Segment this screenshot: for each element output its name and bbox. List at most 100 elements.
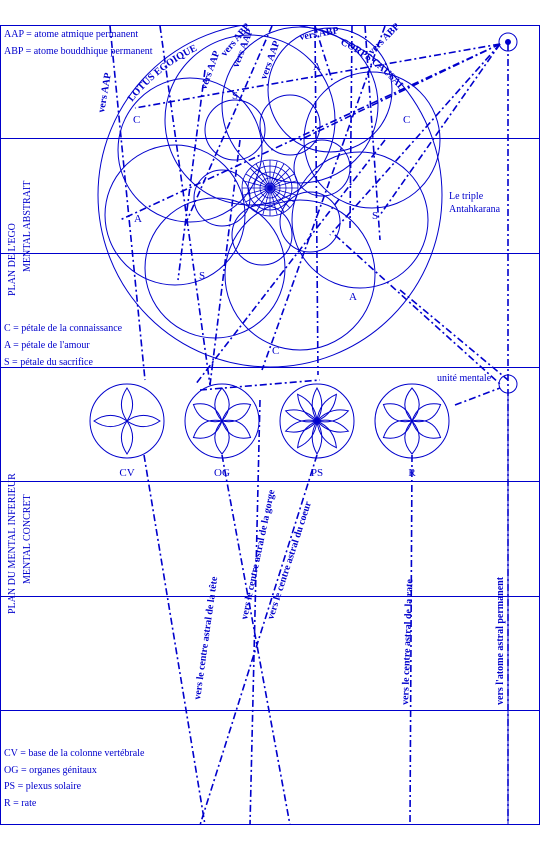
connection-line xyxy=(134,43,501,109)
wheel-spoke xyxy=(249,167,271,189)
connection-line xyxy=(349,25,353,229)
lotus-petal-circle xyxy=(117,77,263,223)
center-petal xyxy=(93,414,128,428)
wheel-spoke xyxy=(245,187,271,203)
descending-label-group: vers le centre astral du coeur xyxy=(265,500,314,621)
descending-label: vers l'atome astral permanent xyxy=(495,576,506,705)
center-petal xyxy=(284,409,318,423)
wheel-spoke xyxy=(262,187,271,216)
descending-label-group: vers l'atome astral permanent xyxy=(495,576,506,705)
center-petal xyxy=(316,420,337,449)
wheel-spoke xyxy=(245,173,271,189)
center-petal xyxy=(214,420,230,455)
center-petal xyxy=(297,393,318,422)
ray-label-group: vers ABP xyxy=(299,25,340,43)
center-cv xyxy=(89,383,165,459)
wheel-spoke xyxy=(269,187,278,216)
wheel-spoke xyxy=(255,187,271,213)
center-r xyxy=(374,383,450,459)
connection-line xyxy=(221,454,291,825)
wheel-spoke xyxy=(269,160,278,189)
petal-letter: S xyxy=(199,270,205,282)
connection-line xyxy=(184,25,273,226)
wheel-spoke xyxy=(269,167,291,189)
wheel-spoke xyxy=(269,187,295,203)
wheel-spoke xyxy=(269,173,295,189)
connection-line xyxy=(143,454,206,825)
center-petal xyxy=(221,403,252,423)
petal-letter: C xyxy=(133,114,140,126)
ray-label: vers AAP xyxy=(198,49,222,91)
legend-aap: AAP = atome atmique permanent xyxy=(4,29,138,40)
mental-unit-link xyxy=(454,387,501,406)
connection-line xyxy=(409,454,413,825)
center-petal xyxy=(382,419,413,439)
plane-inferior-line1: PLAN DU MENTAL INFERIEUR xyxy=(7,473,18,614)
petal-letter: S xyxy=(232,90,238,102)
central-wheel xyxy=(241,159,299,217)
center-label: OG xyxy=(214,467,230,479)
petal-letter: S xyxy=(372,210,378,222)
connection-lines xyxy=(109,25,509,825)
lotus-petal-circle xyxy=(221,26,379,184)
petal-letter: C xyxy=(403,114,410,126)
legend-petal-s: S = pétale du sacrifice xyxy=(4,357,93,368)
center-petal xyxy=(311,387,323,422)
descending-label-group: vers le centre astral de la tête xyxy=(192,575,220,700)
center-petal xyxy=(297,420,318,449)
antahkarana-label-2: Antahkarana xyxy=(449,204,501,215)
connection-line xyxy=(249,399,261,825)
legend-petal-a: A = pétale de l'amour xyxy=(4,340,90,351)
center-ps xyxy=(279,383,355,459)
wheel-spoke xyxy=(269,163,285,189)
legend-center-og: OG = organes génitaux xyxy=(4,765,97,776)
center-petal xyxy=(316,393,337,422)
center-circle xyxy=(279,383,355,459)
mental-unit-label: unité mentale xyxy=(437,373,492,384)
center-petal xyxy=(411,403,442,423)
causal-body-outer-circle xyxy=(97,25,443,368)
petal-letter: C xyxy=(272,345,279,357)
ray-label-group: vers AAP xyxy=(258,39,282,81)
connection-line xyxy=(194,139,386,386)
wheel-spoke xyxy=(269,187,291,209)
ray-label: vers AAP xyxy=(258,39,282,81)
wheel-spoke xyxy=(255,163,271,189)
lotus-petal-circle xyxy=(291,151,429,289)
wheel-spoke xyxy=(269,180,298,189)
center-og xyxy=(184,383,260,459)
connection-line xyxy=(379,43,501,216)
center-petal xyxy=(126,414,161,428)
connection-line xyxy=(314,25,333,81)
wheel-spoke xyxy=(269,187,298,196)
connection-line xyxy=(329,43,501,236)
petal-letter: A xyxy=(134,213,142,225)
center-label: CV xyxy=(119,467,134,479)
wheel-spoke xyxy=(262,160,271,189)
connection-line xyxy=(199,454,318,825)
connection-line xyxy=(199,379,321,391)
center-label: PS xyxy=(311,467,323,479)
lotus-petal-circle xyxy=(224,199,376,351)
descending-label: vers le centre astral de la tête xyxy=(192,575,220,700)
connection-line xyxy=(177,69,206,281)
connection-line xyxy=(159,25,211,386)
center-petal xyxy=(284,419,318,433)
connection-line xyxy=(109,25,146,381)
inner-petal-circle xyxy=(259,94,321,156)
petal-letter: A xyxy=(313,61,321,73)
lotus-petal-circle xyxy=(267,27,393,153)
plane-ego-line2: MENTAL ABSTRAIT xyxy=(22,181,33,272)
connection-line xyxy=(364,25,381,241)
plane-inferior-line2: MENTAL CONCRET xyxy=(22,494,33,584)
connection-line xyxy=(314,25,319,376)
lotus-petal-circle xyxy=(104,144,246,286)
center-petal xyxy=(411,419,442,439)
center-petal xyxy=(120,420,134,455)
descending-label: vers le centre astral de la rate xyxy=(400,578,415,705)
plane-ego-line1: PLAN DE L'EGO xyxy=(7,223,18,296)
center-petal xyxy=(316,419,350,433)
